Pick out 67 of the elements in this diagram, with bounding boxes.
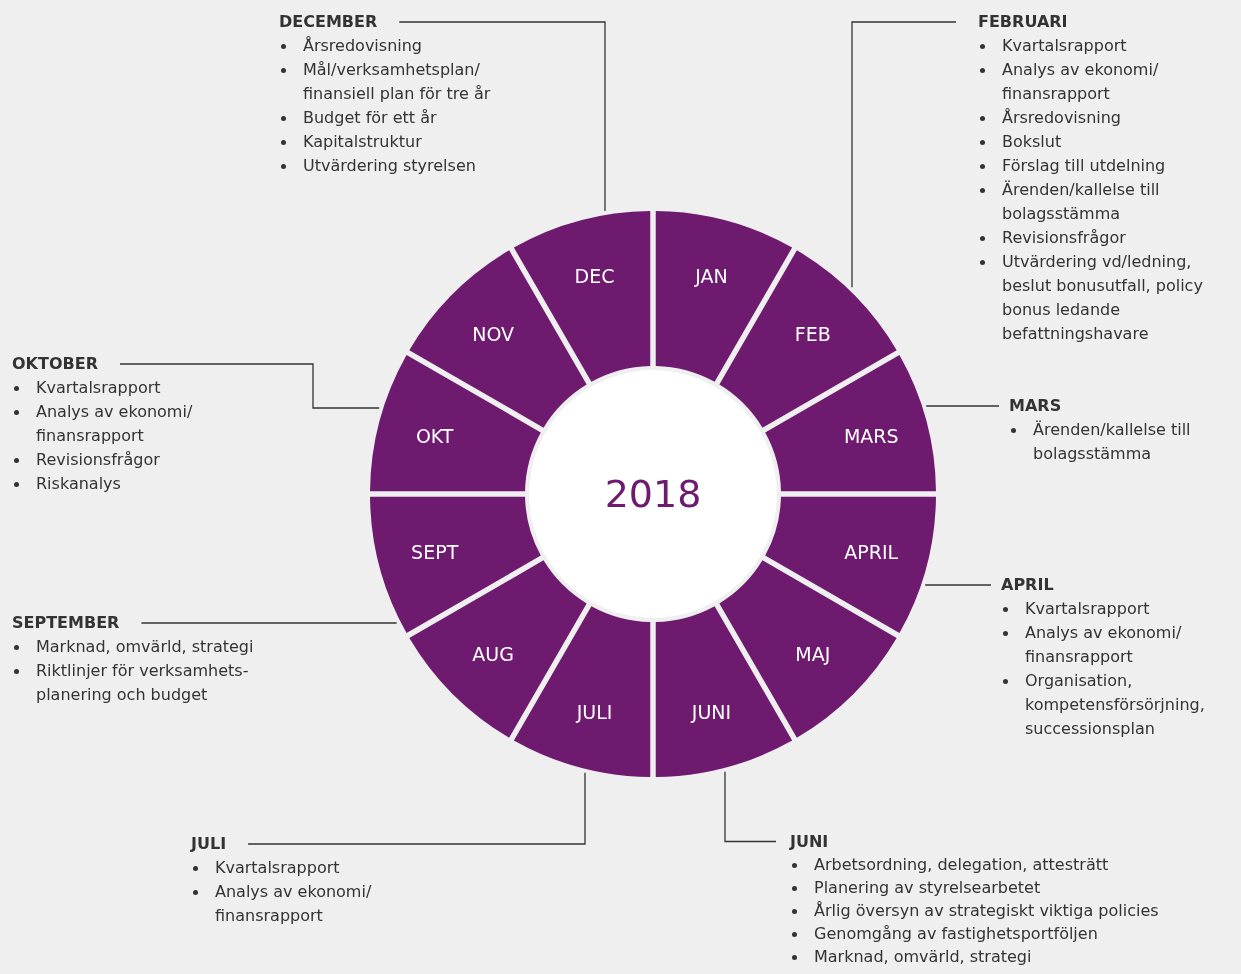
list-item: Revisionsfrågor — [36, 449, 160, 471]
list-item: Budget för ett år — [303, 107, 437, 129]
list-item: Marknad, omvärld, strategi — [814, 946, 1032, 968]
list-item: Kvartalsrapport — [1002, 35, 1127, 57]
month-label: APRIL — [843, 540, 900, 566]
list-item: Ärenden/kallelse till bolagsstämma — [1033, 419, 1192, 465]
month-label: DEC — [573, 263, 616, 289]
ring-segment — [370, 496, 541, 634]
list-item: Kvartalsrapport — [1025, 598, 1150, 620]
leader-line — [119, 363, 380, 409]
leader-line — [925, 405, 1000, 407]
list-item: Kvartalsrapport — [215, 857, 340, 879]
month-label: JAN — [693, 263, 729, 289]
leader-line — [247, 772, 586, 845]
leader-line — [140, 622, 398, 624]
leader-line — [924, 584, 992, 586]
month-label: JULI — [574, 700, 614, 726]
ring-segment — [513, 211, 651, 382]
list-item: Bokslut — [1002, 131, 1062, 153]
list-item: Årlig översyn av strategiskt viktiga policies — [814, 900, 1159, 922]
leader-line — [724, 771, 777, 843]
ring-segment — [513, 606, 651, 777]
list-item: Kvartalsrapport — [36, 377, 161, 399]
section-heading: FEBRUARI — [978, 11, 1068, 33]
month-label: OKT — [414, 423, 455, 449]
ring-segment — [655, 606, 793, 777]
month-label: MAJ — [794, 641, 832, 667]
year-label: 2018 — [604, 472, 702, 516]
list-item: Analys av ekonomi/ finansrapport — [215, 881, 373, 927]
section-heading: JULI — [191, 833, 227, 855]
leader-line — [398, 21, 606, 212]
month-label: SEPT — [410, 540, 460, 566]
list-item: Utvärdering vd/ledning, beslut bonusutfall, policy bonus ledande befattningshavare — [1002, 251, 1204, 345]
section-heading: MARS — [1009, 395, 1062, 417]
list-item: Mål/verksamhetsplan/ finansiell plan för tre år — [303, 59, 492, 105]
list-item: Organisation, kompetensförsörjning, successionsplan — [1025, 670, 1206, 740]
section-heading: JUNI — [790, 831, 829, 853]
section-heading: OKTOBER — [12, 353, 98, 375]
list-item: Årsredovisning — [1002, 107, 1121, 129]
month-label: MARS — [842, 423, 900, 449]
leader-line — [851, 21, 957, 288]
section-heading: SEPTEMBER — [12, 612, 120, 634]
month-label: FEB — [793, 322, 832, 348]
list-item: Planering av styrelsearbetet — [814, 877, 1041, 899]
list-item: Arbetsordning, delegation, attesträtt — [814, 854, 1109, 876]
list-item: Riktlinjer för verksamhets-planering och budget — [36, 660, 250, 706]
list-item: Genomgång av fastighetsportföljen — [814, 923, 1098, 945]
month-label: NOV — [471, 322, 516, 348]
list-item: Ärenden/kallelse till bolagsstämma — [1002, 179, 1161, 225]
list-item: Analys av ekonomi/ finansrapport — [36, 401, 194, 447]
section-heading: APRIL — [1001, 574, 1054, 596]
section-heading: DECEMBER — [279, 11, 378, 33]
ring-segment — [765, 496, 936, 634]
list-item: Utvärdering styrelsen — [303, 155, 476, 177]
list-item: Förslag till utdelning — [1002, 155, 1166, 177]
month-label: JUNI — [689, 700, 733, 726]
list-item: Årsredovisning — [303, 35, 422, 57]
list-item: Analys av ekonomi/ finansrapport — [1025, 622, 1183, 668]
month-label: AUG — [471, 641, 515, 667]
list-item: Analys av ekonomi/ finansrapport — [1002, 59, 1160, 105]
list-item: Revisionsfrågor — [1002, 227, 1126, 249]
list-item: Kapitalstruktur — [303, 131, 422, 153]
ring-segment — [765, 354, 936, 492]
list-item: Marknad, omvärld, strategi — [36, 636, 254, 658]
ring-segment — [370, 354, 541, 492]
ring-segment — [655, 211, 793, 382]
list-item: Riskanalys — [36, 473, 121, 495]
